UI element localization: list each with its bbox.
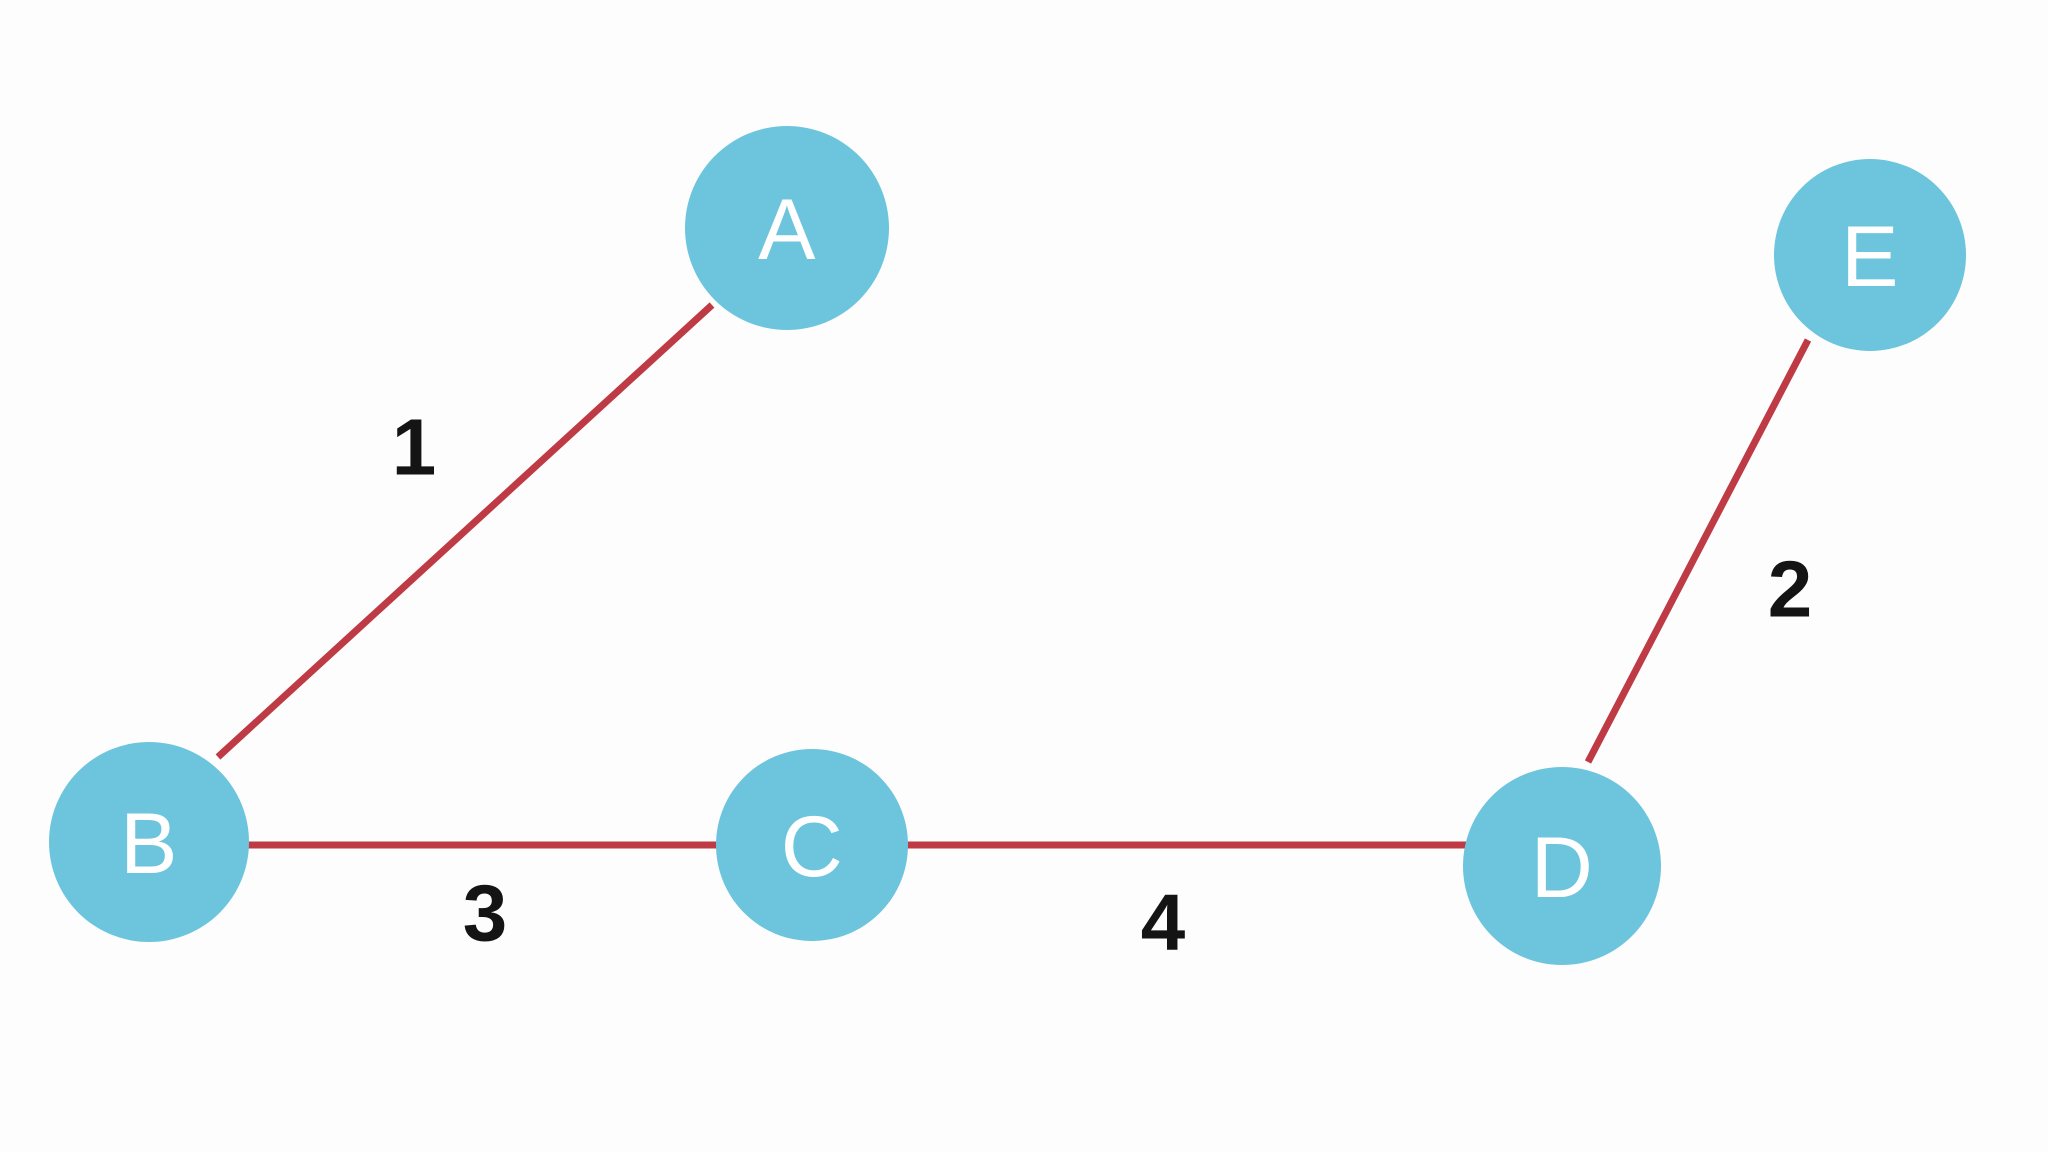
node-circle-c[interactable] [716, 749, 908, 941]
node-label-b: B [120, 796, 178, 892]
edge-labels-layer: 1 3 4 2 [392, 403, 1813, 967]
graph-edge-d-e[interactable] [1584, 338, 1812, 764]
edges-layer [215, 302, 1812, 849]
node-label-e: E [1841, 209, 1899, 305]
graph-edge-b-a[interactable] [215, 302, 715, 760]
nodes-layer: A B C D E [49, 126, 1966, 965]
edge-weight-label-d-e: 2 [1768, 545, 1813, 634]
graph-node-a[interactable]: A [685, 126, 889, 330]
node-label-d: D [1531, 820, 1594, 916]
graph-node-d[interactable]: D [1463, 767, 1661, 965]
graph-node-b[interactable]: B [49, 742, 249, 942]
edge-weight-label-b-a: 1 [392, 403, 437, 492]
node-label-a: A [758, 182, 816, 278]
graph-node-c[interactable]: C [716, 749, 908, 941]
edge-weight-label-c-d: 4 [1141, 878, 1186, 967]
node-circle-e[interactable] [1774, 159, 1966, 351]
edge-weight-label-b-c: 3 [463, 869, 508, 958]
graph-node-e[interactable]: E [1774, 159, 1966, 351]
node-circle-d[interactable] [1463, 767, 1661, 965]
node-label-c: C [781, 799, 844, 895]
node-circle-b[interactable] [49, 742, 249, 942]
node-circle-a[interactable] [685, 126, 889, 330]
